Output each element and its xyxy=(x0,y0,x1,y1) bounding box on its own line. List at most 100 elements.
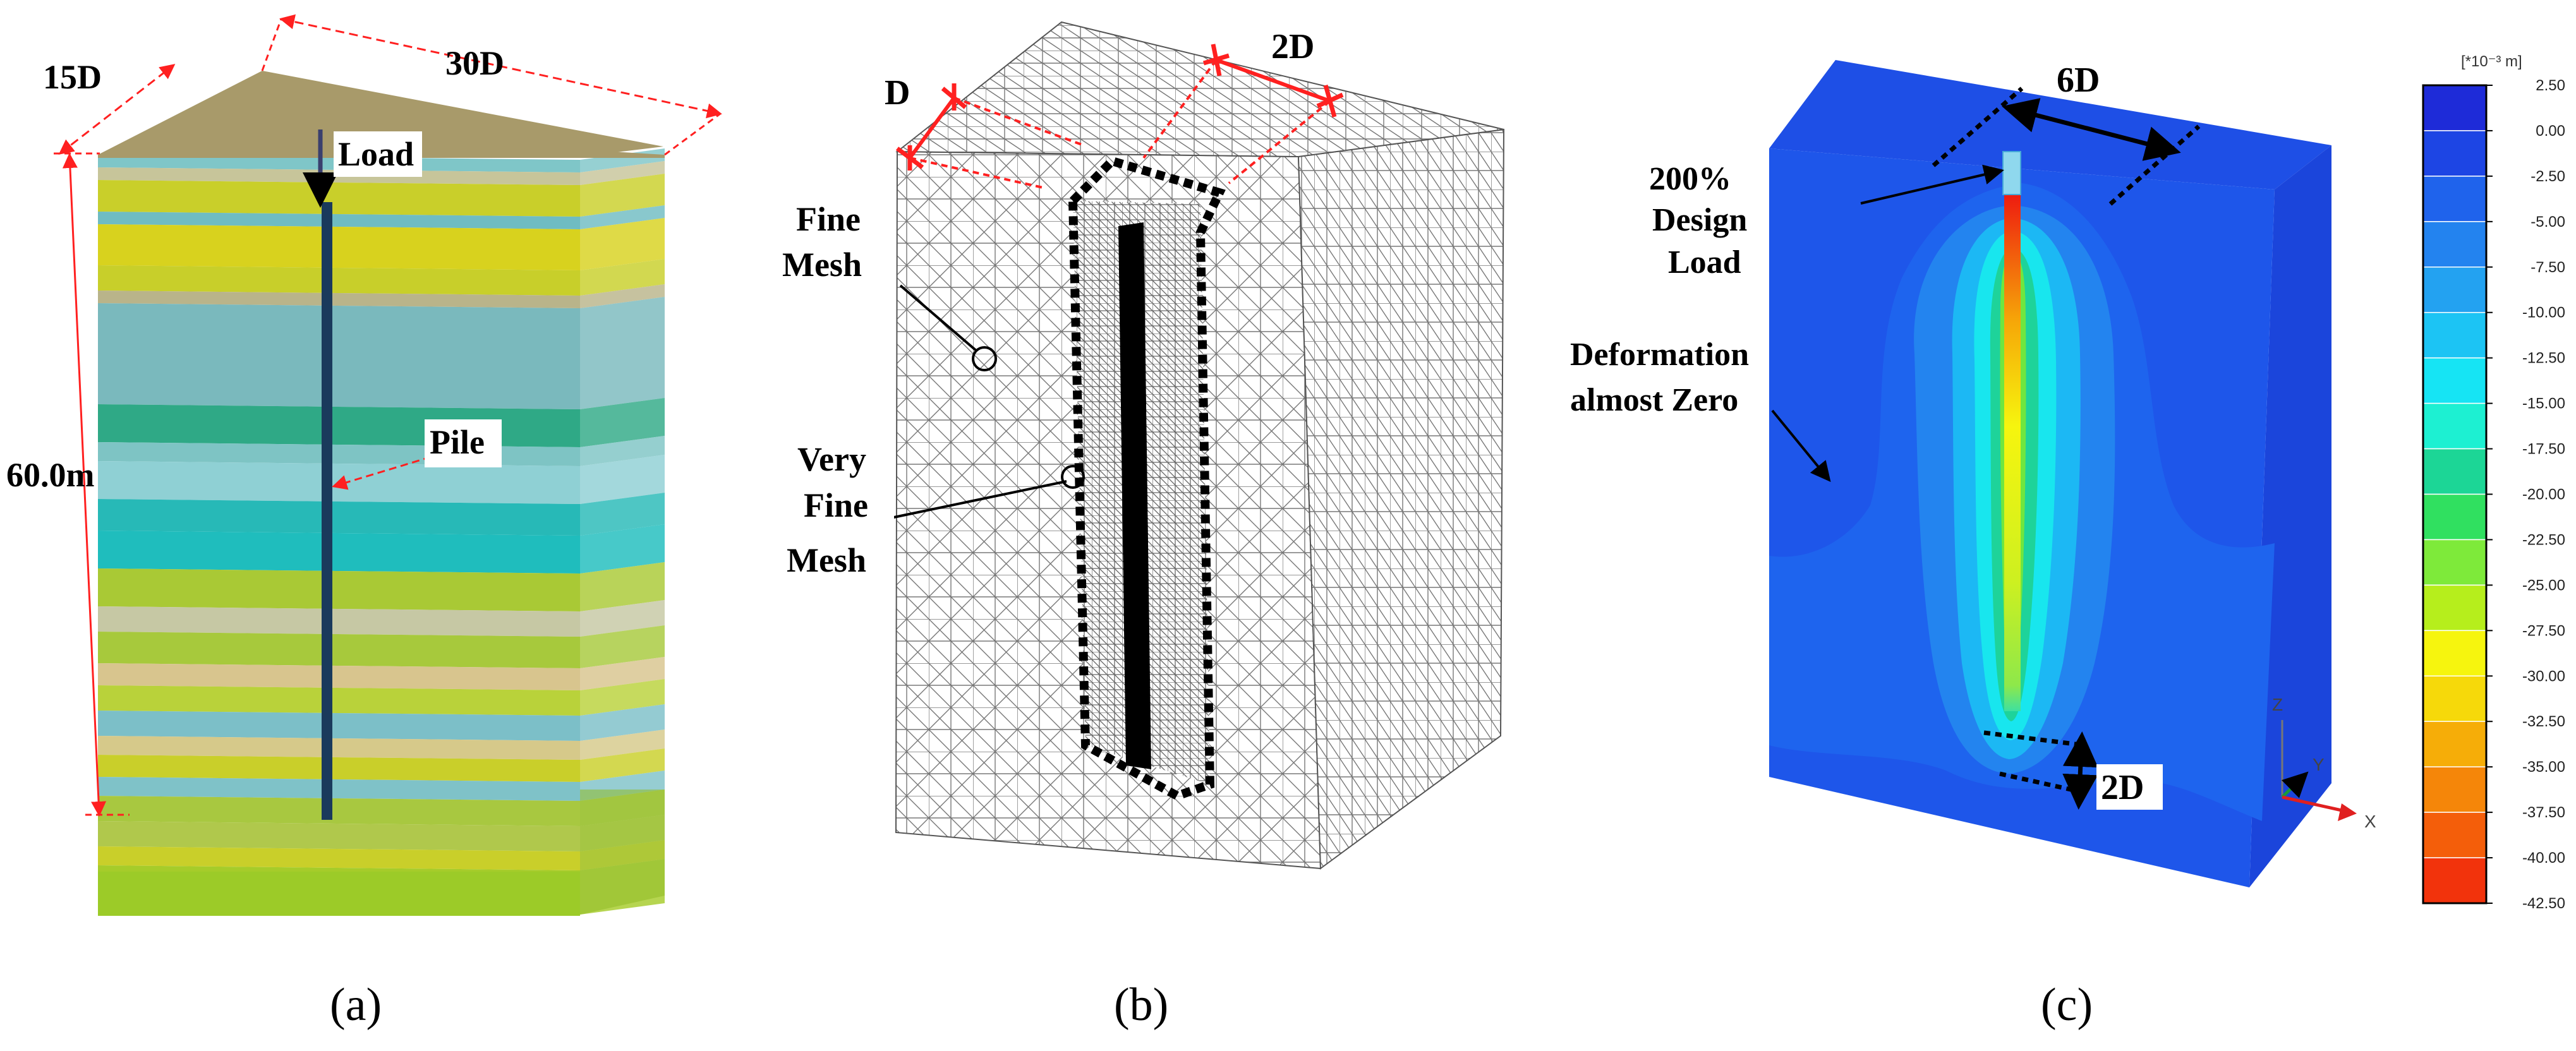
colorbar-swatch xyxy=(2422,130,2487,177)
pile-label: Pile xyxy=(430,423,485,461)
colorbar-tick-label: -10.00 xyxy=(2522,304,2565,321)
very-fine-label-3: Mesh xyxy=(787,541,866,579)
colorbar-swatch xyxy=(2422,267,2487,313)
deformation-bg xyxy=(1561,335,1766,429)
colorbar-tick-label: -7.50 xyxy=(2531,259,2565,276)
soil-layer-front xyxy=(98,736,580,760)
dim-15d-label: 15D xyxy=(43,58,102,96)
soil-layer-side xyxy=(580,730,665,760)
dim-6d-ext-2 xyxy=(2108,124,2201,206)
dim-d-label: D xyxy=(885,73,910,112)
colorbar-scale: 2.500.00-2.50-5.00-7.50-10.00-12.50-15.0… xyxy=(2422,77,2565,912)
soil-layer-side xyxy=(580,657,665,690)
colorbar-swatch xyxy=(2422,721,2487,767)
colorbar-tick-label: -42.50 xyxy=(2522,895,2565,912)
colorbar-swatch xyxy=(2422,630,2487,677)
dim-d-line xyxy=(908,97,956,159)
dim-d-ext-2 xyxy=(953,97,1084,147)
design-load-bg xyxy=(1643,155,1769,281)
colorbar-swatch xyxy=(2422,176,2487,222)
soil-layer-front xyxy=(98,303,580,409)
soil-layer-side xyxy=(580,600,665,637)
dim-2d-line xyxy=(1215,58,1331,103)
height-label: 60.0m xyxy=(6,456,95,494)
dim-2d-tick-1 xyxy=(1202,44,1230,76)
fine-mesh-label-1: Fine xyxy=(796,200,861,238)
soil-layer-front xyxy=(98,846,580,870)
dim-d-tick-1 xyxy=(895,145,924,171)
colorbar: [*10⁻³ m] 2.500.00-2.50-5.00-7.50-10.00-… xyxy=(2422,53,2565,912)
axis-x-label: X xyxy=(2364,812,2376,831)
colorbar-swatch xyxy=(2422,584,2487,632)
very-fine-pointer xyxy=(890,480,1067,519)
deformation-label-2: almost Zero xyxy=(1570,382,1738,418)
very-fine-label-bg xyxy=(783,436,894,584)
soil-layer-side xyxy=(580,625,665,668)
soil-layer-side xyxy=(580,398,665,447)
caption-a: (a) xyxy=(330,979,382,1031)
model-side-face xyxy=(2249,145,2331,887)
dim-30d-ext-left xyxy=(261,18,282,71)
soil-layer-side xyxy=(580,174,665,217)
colorbar-tick-label: 2.50 xyxy=(2536,77,2565,94)
soil-layer-front xyxy=(98,663,580,690)
dim-15d-line xyxy=(58,64,176,155)
colorbar-tick-label: -15.00 xyxy=(2522,395,2565,412)
axis-x-line xyxy=(2282,795,2348,814)
soil-layer-front xyxy=(98,404,580,447)
very-fine-label-1: Very xyxy=(797,440,866,478)
dim-2d-c-label: 2D xyxy=(2101,768,2144,807)
soil-layer-side xyxy=(580,493,665,536)
soil-layer-front xyxy=(98,224,580,270)
pile-pointer xyxy=(332,452,443,490)
fine-mesh-label-2: Mesh xyxy=(782,246,862,284)
dim-d-tick-2 xyxy=(941,83,967,111)
dim-6d-line xyxy=(2002,98,2181,161)
soil-layer-front xyxy=(98,568,580,611)
caption-c: (c) xyxy=(2041,979,2093,1031)
pile xyxy=(322,202,332,820)
fine-mesh-circle xyxy=(972,346,997,371)
soil-layer-side xyxy=(580,679,665,716)
soil-layer-side xyxy=(580,524,665,574)
colorbar-swatch xyxy=(2422,812,2487,858)
load-label: Load xyxy=(338,135,414,173)
colorbar-tick-label: -22.50 xyxy=(2522,531,2565,548)
dim-30d-line xyxy=(279,14,722,119)
soil-layer-side xyxy=(580,218,665,270)
soil-layer-front xyxy=(98,180,580,217)
dim-2d-ext-1 xyxy=(1142,59,1218,159)
soil-layer-front xyxy=(98,265,580,296)
dim-2d-tick-2 xyxy=(1316,85,1344,117)
pile-label-box xyxy=(425,419,502,467)
design-load-pointer xyxy=(1860,164,2004,205)
colorbar-swatch xyxy=(2422,402,2487,450)
soil-layer-side xyxy=(580,455,665,504)
soil-layer-front xyxy=(98,711,580,741)
soil-layer-front xyxy=(98,632,580,668)
panel-c: 6D 200% Design Load Deformation almost Z… xyxy=(1561,60,2376,1031)
axis-y-line xyxy=(2281,771,2309,798)
dim-2d-label: 2D xyxy=(1271,27,1314,66)
soil-layer-side xyxy=(580,748,665,782)
colorbar-swatch xyxy=(2422,857,2487,904)
very-fine-circle xyxy=(1061,465,1085,489)
colorbar-swatch xyxy=(2422,221,2487,268)
colorbar-tick-label: -17.50 xyxy=(2522,441,2565,458)
mesh-top-face xyxy=(895,21,1504,158)
pile-head xyxy=(2002,151,2021,195)
soil-layer-side xyxy=(580,284,665,308)
soil-layer-side xyxy=(580,297,665,409)
colorbar-swatch xyxy=(2422,675,2487,722)
soil-layer-side xyxy=(580,704,665,741)
soil-layer-front xyxy=(98,499,580,536)
colorbar-tick-label: -27.50 xyxy=(2522,622,2565,639)
dim-2d-c-bg xyxy=(2096,764,2163,810)
deformation-label-1: Deformation xyxy=(1570,337,1749,373)
fine-mesh-pointer xyxy=(899,284,977,352)
pile-deformation xyxy=(2004,193,2021,711)
colorbar-tick-label: -37.50 xyxy=(2522,804,2565,821)
caption-b: (b) xyxy=(1114,979,1168,1031)
colorbar-tick-label: -5.00 xyxy=(2531,213,2565,231)
colorbar-tick-label: -35.00 xyxy=(2522,759,2565,776)
